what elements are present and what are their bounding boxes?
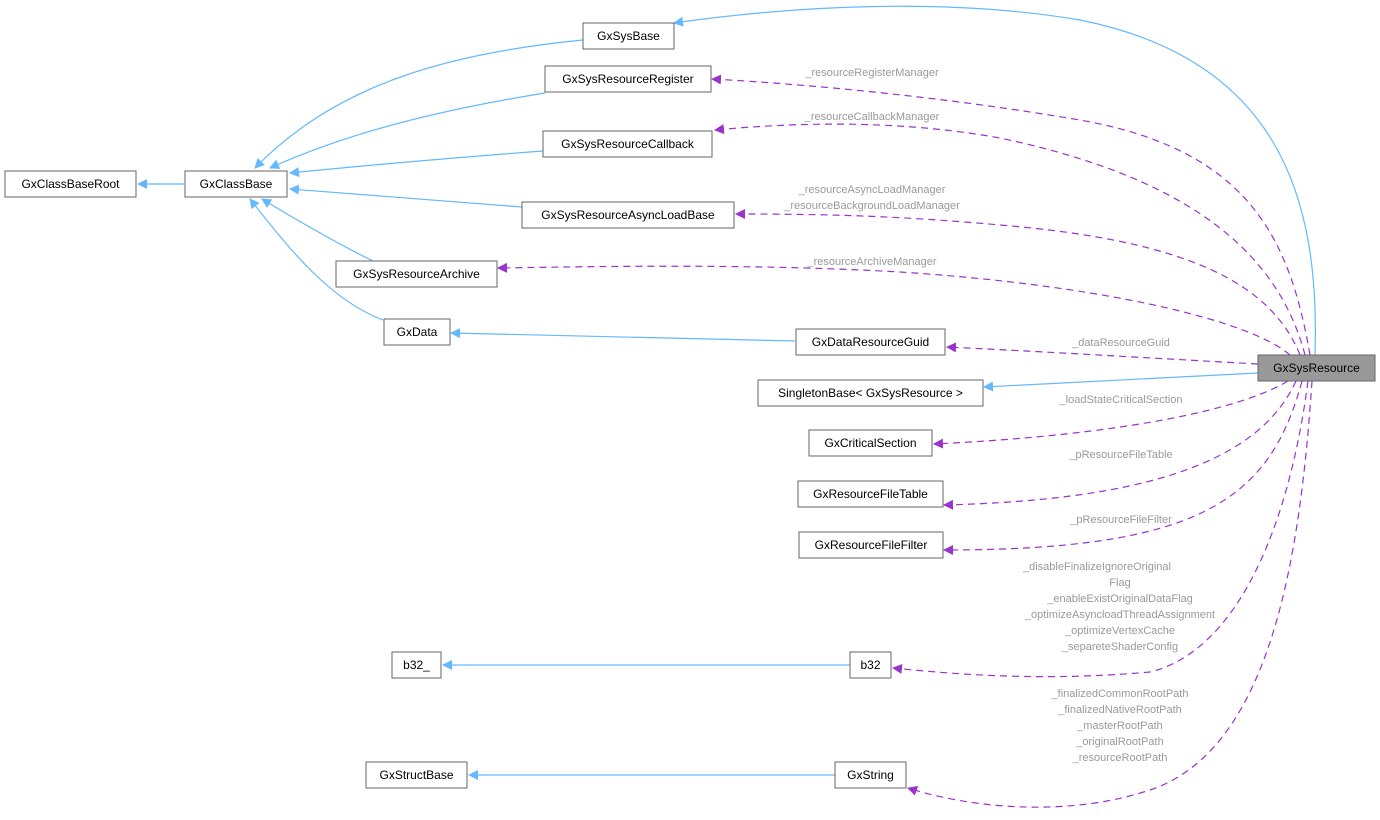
edge-use-archive	[497, 262, 1291, 356]
label-p-resource-file-table: _pResourceFileTable	[1068, 449, 1172, 461]
label-optimize-vertex-cache: _optimizeVertexCache	[1064, 625, 1175, 637]
node-b32_[interactable]: b32_	[391, 651, 442, 679]
edge-gxsysbase-to-gxclassbase	[254, 39, 584, 169]
label-disable-finalize-ignore-original: _disableFinalizeIgnoreOriginal	[1022, 561, 1171, 573]
edge-use-asyncload	[735, 209, 1301, 356]
node-gxdataresourceguid[interactable]: GxDataResourceGuid	[795, 328, 946, 356]
node-b32[interactable]: b32	[849, 651, 892, 679]
node-label: GxSysResourceAsyncLoadBase	[541, 208, 715, 222]
node-label: GxData	[397, 325, 438, 339]
label-resource-background-load-manager: _resourceBackgroundLoadManager	[783, 200, 960, 212]
label-load-state-critical-section: _loadStateCriticalSection	[1059, 394, 1183, 406]
node-label: b32	[860, 658, 880, 672]
label-resource-asyncload-manager: _resourceAsyncLoadManager	[798, 184, 946, 196]
label-p-resource-file-filter: _pResourceFileFilter	[1069, 514, 1172, 526]
node-label: GxResourceFileFilter	[815, 538, 928, 552]
node-label: GxResourceFileTable	[813, 487, 928, 501]
node-gxclassbase[interactable]: GxClassBase	[184, 170, 288, 198]
node-gxsysresourcecallback[interactable]: GxSysResourceCallback	[542, 130, 713, 158]
label-master-root-path: _masterRootPath	[1076, 720, 1163, 732]
edge-use-b32	[892, 380, 1309, 678]
node-label: GxSysResourceCallback	[561, 137, 695, 151]
node-gxsysresourceregister[interactable]: GxSysResourceRegister	[544, 65, 712, 93]
label-original-root-path: _originalRootPath	[1075, 736, 1163, 748]
edge-use-gxstring	[907, 380, 1313, 808]
label-separete-shader-config: _separeteShaderConfig	[1061, 641, 1178, 653]
label-resource-callback-manager: _resourceCallbackManager	[804, 111, 940, 123]
label-flag: Flag	[1109, 577, 1130, 589]
label-resource-root-path: _resourceRootPath	[1072, 752, 1168, 764]
edge-gxdata-to-gxclassbase	[249, 198, 384, 321]
node-gxdata[interactable]: GxData	[383, 318, 451, 346]
node-gxclassbaseroot[interactable]: GxClassBaseRoot	[4, 170, 137, 198]
node-gxresourcefilefilter[interactable]: GxResourceFileFilter	[798, 531, 944, 559]
node-gxsysresource[interactable]: GxSysResource	[1257, 354, 1376, 382]
node-gxstring[interactable]: GxString	[834, 761, 907, 789]
nodes: GxClassBaseRoot GxClassBase GxSysBase Gx…	[4, 22, 1376, 789]
edge-use-filefilter	[943, 380, 1303, 555]
edge-use-datares	[946, 342, 1259, 365]
label-finalized-common-root-path: _finalizedCommonRootPath	[1051, 688, 1189, 700]
usage-edges	[497, 74, 1313, 808]
node-label: GxDataResourceGuid	[812, 335, 929, 349]
label-data-resource-guid: _dataResourceGuid	[1071, 337, 1170, 349]
node-label: GxClassBaseRoot	[21, 177, 120, 191]
edge-asyncload-to-gxclassbase	[289, 184, 523, 208]
node-singletonbase[interactable]: SingletonBase< GxSysResource >	[757, 379, 984, 407]
node-label: SingletonBase< GxSysResource >	[778, 386, 963, 400]
label-resource-register-manager: _resourceRegisterManager	[804, 67, 939, 79]
edge-use-filetable	[943, 380, 1297, 510]
node-label: GxCriticalSection	[824, 436, 916, 450]
node-label: b32_	[403, 658, 430, 672]
label-finalized-native-root-path: _finalizedNativeRootPath	[1057, 704, 1182, 716]
node-label: GxSysResourceRegister	[562, 72, 693, 86]
node-label: GxStructBase	[379, 768, 453, 782]
node-label: GxString	[847, 768, 894, 782]
node-label: GxClassBase	[200, 177, 273, 191]
edge-use-register	[711, 74, 1311, 356]
node-gxsysbase[interactable]: GxSysBase	[582, 22, 675, 50]
label-optimize-asyncload-thread-assignment: _optimizeAsyncloadThreadAssignment	[1024, 609, 1215, 621]
edge-gxsysresource-to-gxsysbase	[673, 5, 1316, 356]
edge-callback-to-gxclassbase	[289, 150, 544, 178]
edge-archive-to-gxclassbase	[261, 198, 376, 263]
edge-labels: _resourceRegisterManager _resourceCallba…	[783, 67, 1215, 764]
node-gxsysresourcearchive[interactable]: GxSysResourceArchive	[335, 260, 498, 288]
node-label: GxSysResourceArchive	[353, 267, 480, 281]
label-enable-exist-original-data-flag: _enableExistOriginalDataFlag	[1046, 593, 1193, 605]
inheritance-edges	[137, 5, 1316, 780]
node-label: GxSysResource	[1273, 361, 1360, 375]
node-gxsysresourceasyncloadbase[interactable]: GxSysResourceAsyncLoadBase	[521, 201, 735, 229]
edge-use-callback	[714, 123, 1306, 356]
node-gxresourcefiletable[interactable]: GxResourceFileTable	[797, 480, 944, 508]
edge-register-to-gxclassbase	[269, 92, 546, 169]
node-gxcriticalsection[interactable]: GxCriticalSection	[808, 429, 933, 457]
edge-use-critical	[933, 380, 1289, 449]
edge-datares-to-gxdata	[450, 328, 796, 342]
edge-gxsysresource-to-singleton	[983, 372, 1259, 392]
node-gxstructbase[interactable]: GxStructBase	[365, 761, 468, 789]
node-label: GxSysBase	[597, 29, 660, 43]
label-resource-archive-manager: _resourceArchiveManager	[806, 256, 936, 268]
